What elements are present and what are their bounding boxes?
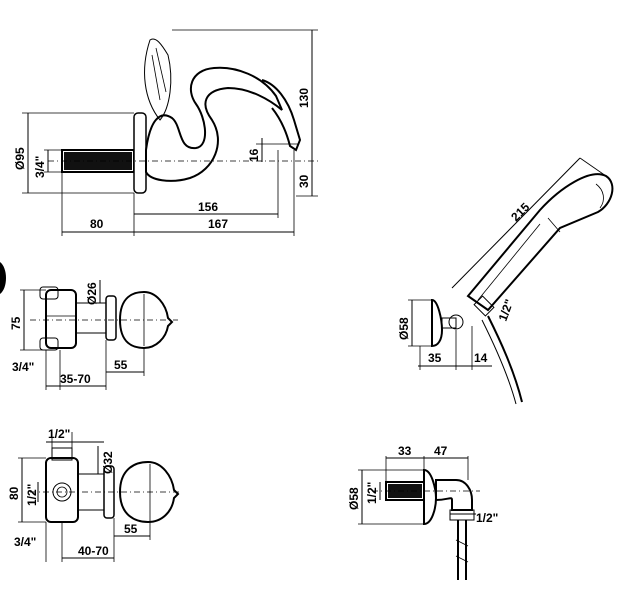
- swan-thread: 3/4": [33, 156, 47, 178]
- shower-hose: [487, 315, 523, 403]
- outlet-pipe-thread: [388, 484, 422, 498]
- swan-flange-diameter: Ø95: [13, 147, 27, 170]
- swan-wing-feathers: [151, 47, 167, 101]
- outlet-width-a: 33: [398, 444, 412, 458]
- valve-rosette: [105, 295, 117, 341]
- valve-bottom-top-thread: 1/2": [48, 427, 70, 441]
- swan-height: 130: [297, 88, 311, 108]
- valve-bottom-thread: 3/4": [14, 535, 36, 549]
- valve-nut-top: [39, 286, 59, 300]
- swan-length-156: 156: [198, 200, 218, 214]
- valve-bottom-view: 1/2" Ø32 80 1/2" 3/4" 55 40-70: [7, 427, 182, 562]
- shower-bracket-diameter: Ø58: [397, 317, 411, 340]
- shower-thread: 1/2": [496, 297, 517, 323]
- swan-body: [145, 66, 283, 182]
- shower-offset-a: 35: [428, 351, 442, 365]
- valve-top-height: 75: [9, 316, 23, 330]
- outlet-thread-in: 1/2": [365, 482, 379, 504]
- shower-hose-edge: [481, 319, 517, 405]
- valve-bottom-range: 40-70: [78, 544, 109, 558]
- valve-top-range: 35-70: [60, 372, 91, 386]
- valve-stem: [75, 302, 107, 334]
- shower-bracket-arm: [441, 317, 457, 329]
- shower-bracket-rosette: [431, 298, 444, 348]
- valve-top-depth: 55: [114, 358, 128, 372]
- valve-nut-bottom: [39, 337, 59, 351]
- swan-head: [261, 79, 302, 152]
- outlet-width-b: 47: [434, 444, 448, 458]
- shower-offset-b: 14: [474, 351, 488, 365]
- swan-wing: [144, 38, 172, 121]
- outlet-rosette: [423, 468, 438, 526]
- valve-top-view: 75 Ø26 3/4" 55 35-70: [0, 262, 178, 390]
- shower-handle: [466, 173, 614, 312]
- shower-length: 215: [508, 200, 532, 224]
- valve-bottom-depth: 55: [124, 522, 138, 536]
- shower-head-face: [595, 183, 604, 209]
- valve-knob: [118, 460, 180, 524]
- shower-bracket-pivot: [448, 314, 464, 330]
- outlet-hose-ribs: [455, 539, 469, 563]
- swan-flange: [133, 112, 147, 194]
- shower-handle-line: [477, 223, 541, 301]
- dim-line: [451, 157, 581, 289]
- outlet-hose: [457, 520, 467, 580]
- valve-body: [45, 457, 79, 523]
- valve-bottom-side-thread: 1/2": [25, 484, 39, 506]
- valve-top-inlet: [51, 447, 73, 461]
- outlet-nut: [449, 509, 475, 521]
- swan-length-80: 80: [90, 217, 104, 231]
- wall-outlet-view: 33 47 Ø58 1/2" 1/2": [347, 444, 498, 580]
- swan-pipe-thread: [64, 152, 132, 170]
- outlet-diameter: Ø58: [347, 487, 361, 510]
- valve-bottom-height: 80: [7, 486, 21, 500]
- swan-length-167: 167: [208, 217, 228, 231]
- shower-handle-divider: [547, 217, 561, 233]
- valve-top-stem-diameter: Ø26: [85, 282, 99, 305]
- swan-axis-height: 30: [297, 174, 311, 188]
- ext-line: [579, 157, 607, 177]
- shower-nut: [473, 295, 495, 317]
- valve-bottom-stem-diameter: Ø32: [101, 451, 115, 474]
- swan-spout-view: Ø95 3/4" 130 30 16 156 80 167: [13, 29, 318, 236]
- swan-small-offset: 16: [247, 148, 261, 162]
- edge-mark: [0, 262, 6, 294]
- hand-shower-view: 215 Ø58 1/2" 35 14: [397, 157, 614, 405]
- valve-top-thread: 3/4": [12, 360, 34, 374]
- valve-knob: [118, 290, 174, 350]
- outlet-elbow: [435, 479, 473, 511]
- outlet-thread-out: 1/2": [476, 511, 498, 525]
